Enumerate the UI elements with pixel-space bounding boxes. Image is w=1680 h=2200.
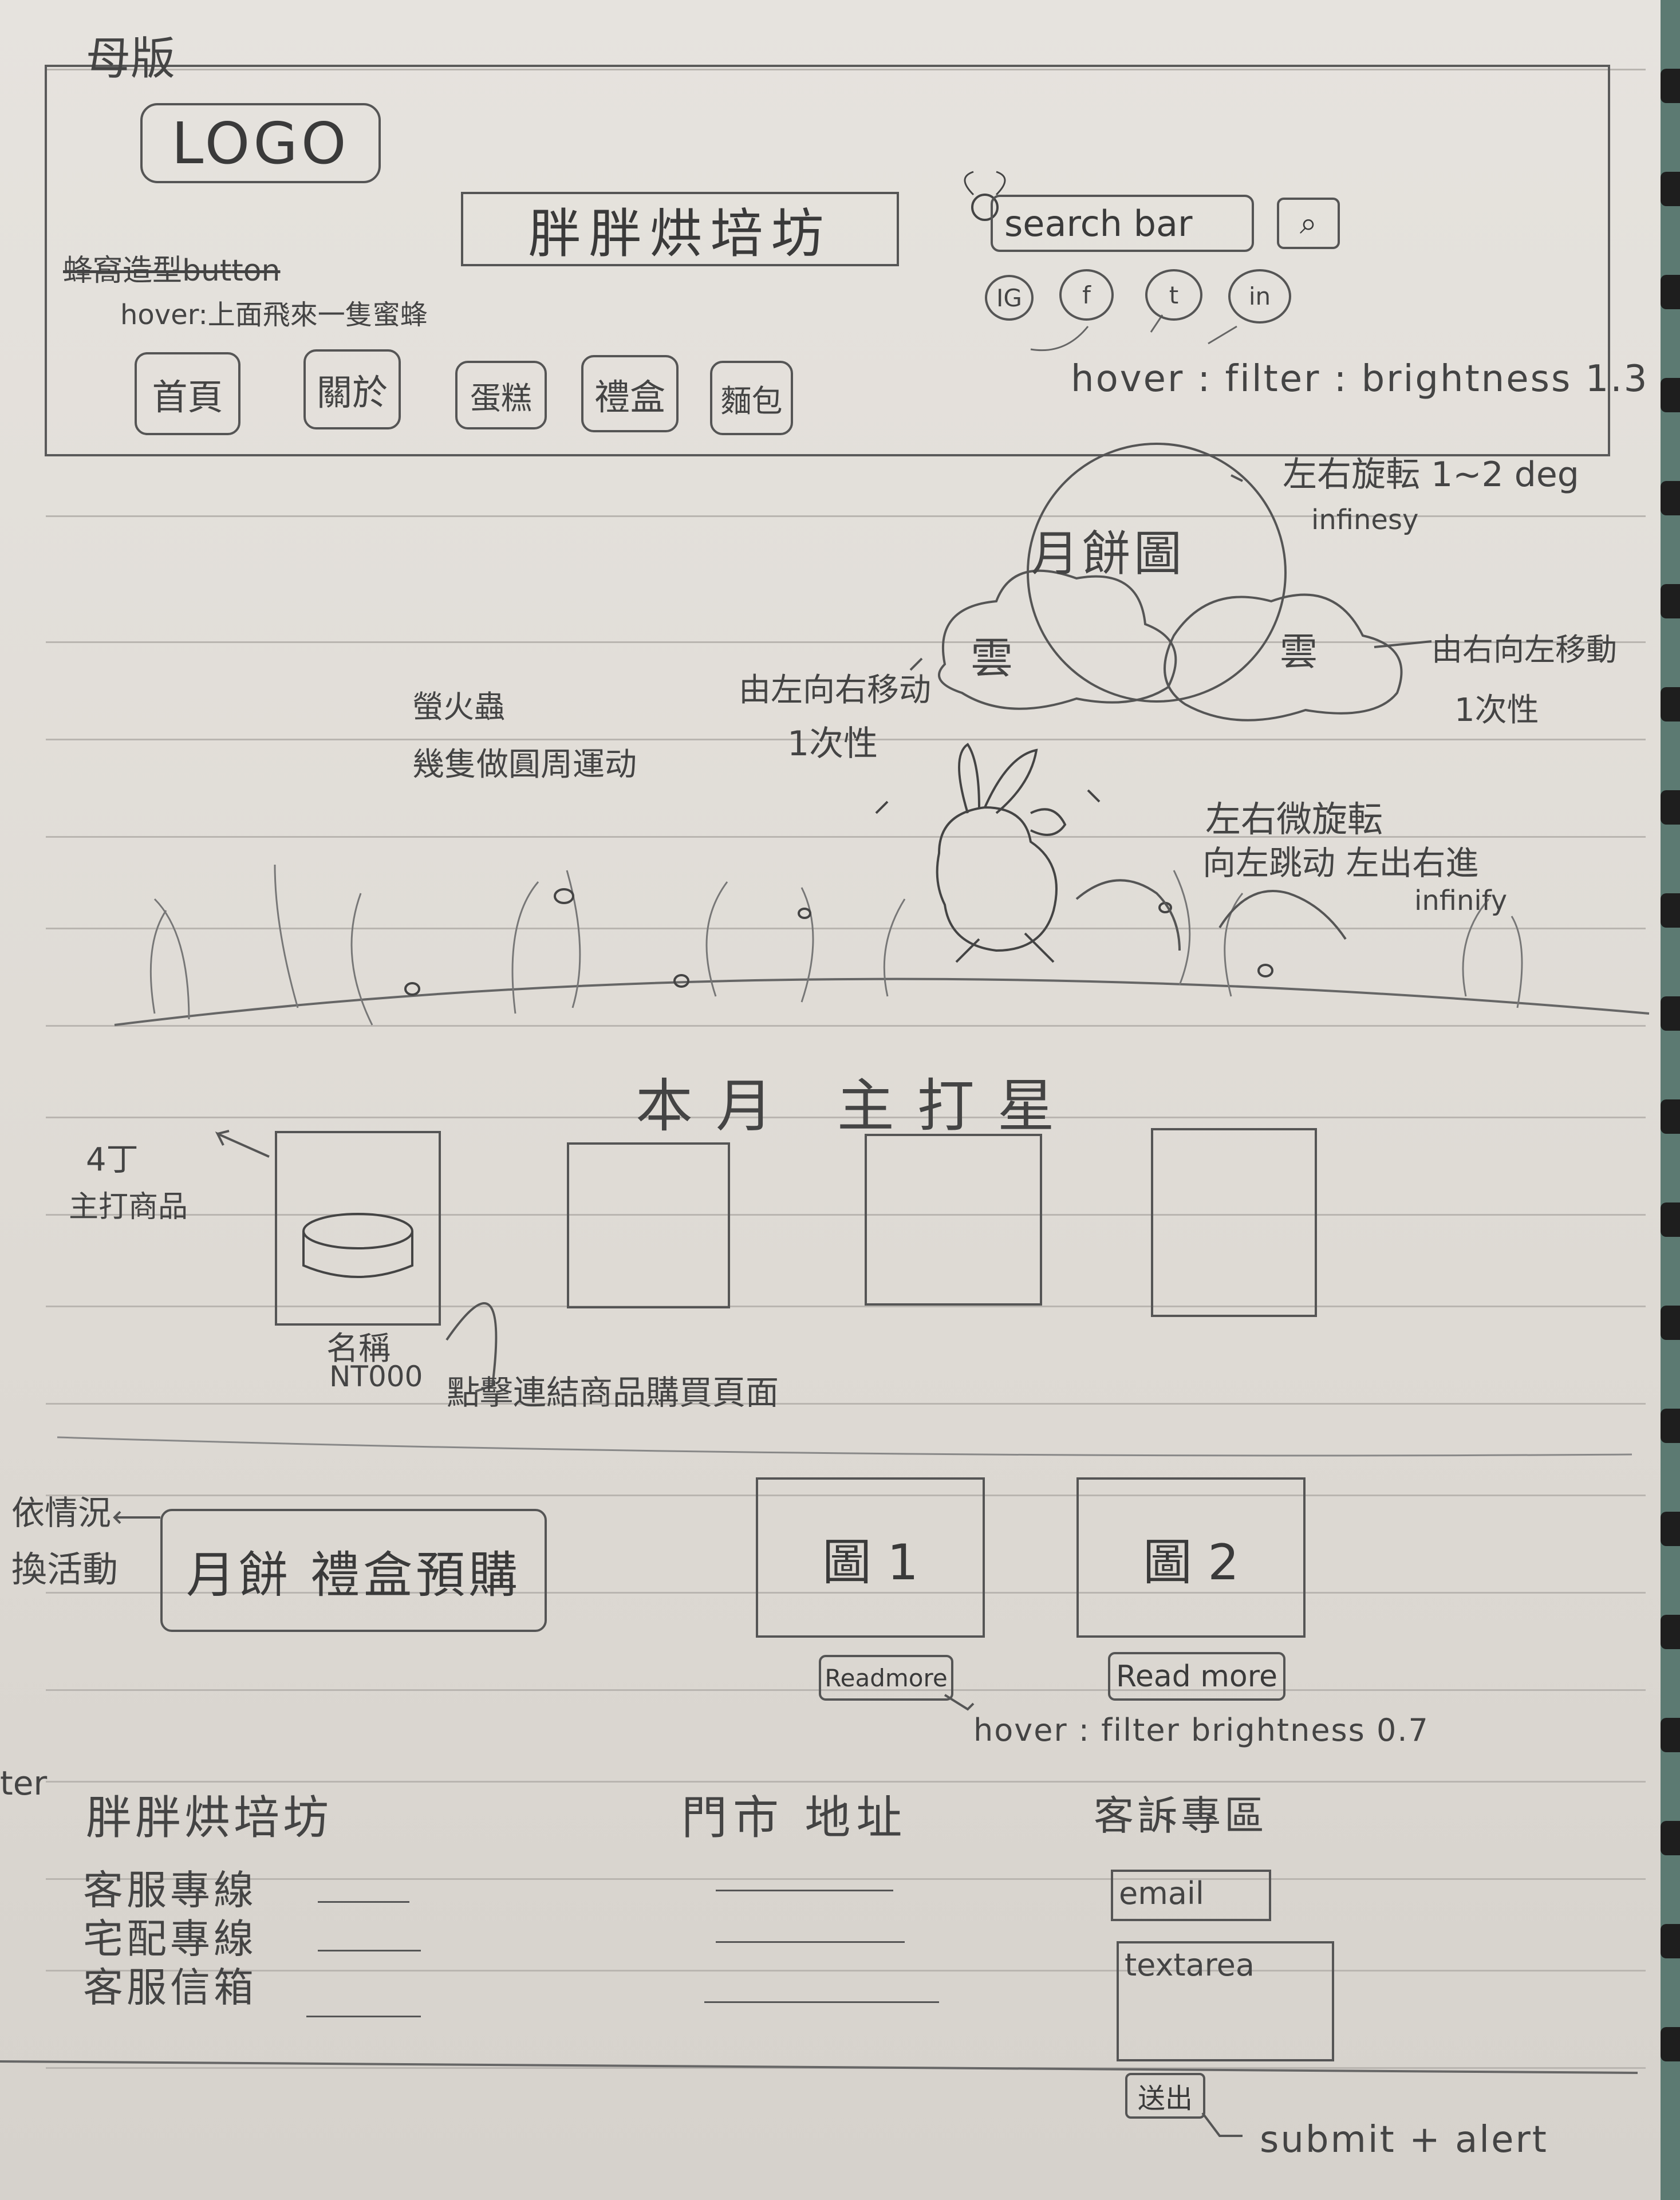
address-line	[704, 2001, 939, 2003]
email-field-label: email	[1119, 1875, 1204, 1911]
rabbit-note-3: infinify	[1414, 885, 1508, 917]
linkedin-icon[interactable]: in	[1228, 269, 1291, 324]
nav-about[interactable]: 關於	[303, 349, 401, 429]
firefly-note: 螢火蟲	[412, 689, 505, 725]
address-line	[716, 1890, 893, 1891]
footer-service-email: 客服信箱	[83, 1964, 257, 2011]
featured-title: 本月 主打星	[636, 1073, 1078, 1140]
cloud-left-note: 由左向右移动	[739, 672, 931, 709]
nav-home[interactable]: 首頁	[135, 352, 240, 435]
rabbit-note: 左右微旋転	[1205, 798, 1383, 840]
search-placeholder: search bar	[1004, 202, 1193, 245]
cloud-right-label: 雲	[1280, 630, 1318, 674]
featured-side-note: 4丁	[86, 1141, 139, 1178]
promo-image-1-label: 圖 1	[822, 1533, 919, 1591]
product-card[interactable]	[1151, 1128, 1317, 1317]
rabbit-note-2: 向左跳动 左出右進	[1202, 843, 1479, 882]
submit-label: 送出	[1137, 2083, 1193, 2115]
logo[interactable]: LOGO	[140, 103, 381, 183]
submit-note: submit + alert	[1260, 2119, 1548, 2161]
instagram-label: IG	[996, 283, 1022, 312]
read-more-button-2[interactable]: Read more	[1108, 1652, 1285, 1701]
nav-cake-label: 蛋糕	[470, 380, 532, 416]
service-email-blank	[306, 2016, 421, 2017]
cloud-right-note-2: 1次性	[1454, 692, 1539, 729]
submit-button[interactable]: 送出	[1125, 2073, 1205, 2119]
textarea-field-label: textarea	[1125, 1947, 1255, 1983]
promo-image-2-label: 圖 2	[1142, 1533, 1240, 1591]
moon-rotate-note: 左右旋転 1~2 deg	[1283, 455, 1579, 495]
store-address-title: 門市 地址	[681, 1791, 908, 1844]
page-heading: 母版	[86, 33, 176, 85]
logo-text: LOGO	[171, 109, 350, 177]
nav-giftbox-label: 禮盒	[594, 376, 665, 418]
product-price: NT000	[329, 1360, 423, 1393]
promo-side-note: 依情況	[11, 1493, 112, 1532]
product-card[interactable]	[275, 1131, 441, 1326]
social-hover-note: hover : filter : brightness 1.3	[1071, 358, 1649, 400]
read-more-label-1: Readmore	[825, 1663, 948, 1692]
brand-title: 胖胖烘培坊	[461, 192, 899, 266]
nav-bread-label: 麵包	[720, 383, 783, 419]
nav-note-strikethrough: 蜂窩造型button	[63, 254, 281, 288]
nav-hover-note: hover:上面飛來一隻蜜蜂	[120, 299, 428, 331]
search-button[interactable]: ⌕	[1277, 198, 1340, 249]
service-line-blank	[318, 1901, 409, 1903]
footer-service-line: 客服專線	[83, 1867, 257, 1914]
address-line	[716, 1941, 905, 1943]
nav-giftbox[interactable]: 禮盒	[581, 355, 679, 432]
product-link-note: 點擊連結商品購買頁面	[447, 1373, 779, 1412]
linkedin-label: in	[1248, 282, 1271, 310]
notebook-spiral	[1661, 0, 1680, 2200]
delivery-line-blank	[318, 1950, 421, 1951]
instagram-icon[interactable]: IG	[985, 275, 1034, 321]
promo-side-note-2: 換活動	[11, 1548, 119, 1590]
product-card[interactable]	[865, 1134, 1042, 1306]
firefly-note-2: 幾隻做圓周運动	[412, 746, 637, 783]
search-input[interactable]: search bar	[991, 195, 1254, 252]
featured-side-note-2: 主打商品	[69, 1190, 188, 1224]
cloud-right-note: 由右向左移動	[1431, 632, 1617, 668]
promo-image-1: 圖 1	[756, 1477, 985, 1638]
cloud-left-note-2: 1次性	[787, 724, 878, 764]
search-icon: ⌕	[1299, 205, 1318, 241]
facebook-icon[interactable]: f	[1059, 269, 1114, 321]
read-more-button-1[interactable]: Readmore	[819, 1655, 953, 1701]
cloud-left-label: 雲	[971, 634, 1013, 683]
moon-rotate-note-2: infinesy	[1311, 504, 1419, 536]
nav-bread[interactable]: 麵包	[710, 361, 793, 435]
brand-title-text: 胖胖烘培坊	[528, 203, 832, 265]
nav-about-label: 關於	[316, 372, 388, 413]
footer-brand: 胖胖烘培坊	[86, 1791, 332, 1844]
read-more-hover-note: hover : filter brightness 0.7	[973, 1712, 1429, 1748]
read-more-label-2: Read more	[1116, 1659, 1277, 1694]
promo-image-2: 圖 2	[1076, 1477, 1306, 1638]
promo-banner-text: 月餅 禮盒預購	[186, 1547, 522, 1604]
moon-label: 月餅圖	[1031, 526, 1186, 582]
twitter-icon[interactable]: t	[1145, 269, 1202, 321]
promo-banner[interactable]: 月餅 禮盒預購	[160, 1509, 547, 1632]
footer-side-label: ter	[0, 1764, 48, 1803]
nav-home-label: 首頁	[152, 376, 223, 418]
textarea-field[interactable]: textarea	[1117, 1941, 1334, 2061]
nav-cake[interactable]: 蛋糕	[455, 361, 547, 429]
email-field[interactable]: email	[1111, 1870, 1271, 1921]
product-name: 名稱	[326, 1330, 391, 1367]
facebook-label: f	[1082, 281, 1091, 309]
product-card[interactable]	[567, 1142, 730, 1308]
footer-delivery-line: 宅配專線	[83, 1915, 257, 1962]
complaint-title: 客訴專區	[1094, 1792, 1268, 1839]
twitter-label: t	[1169, 281, 1179, 309]
